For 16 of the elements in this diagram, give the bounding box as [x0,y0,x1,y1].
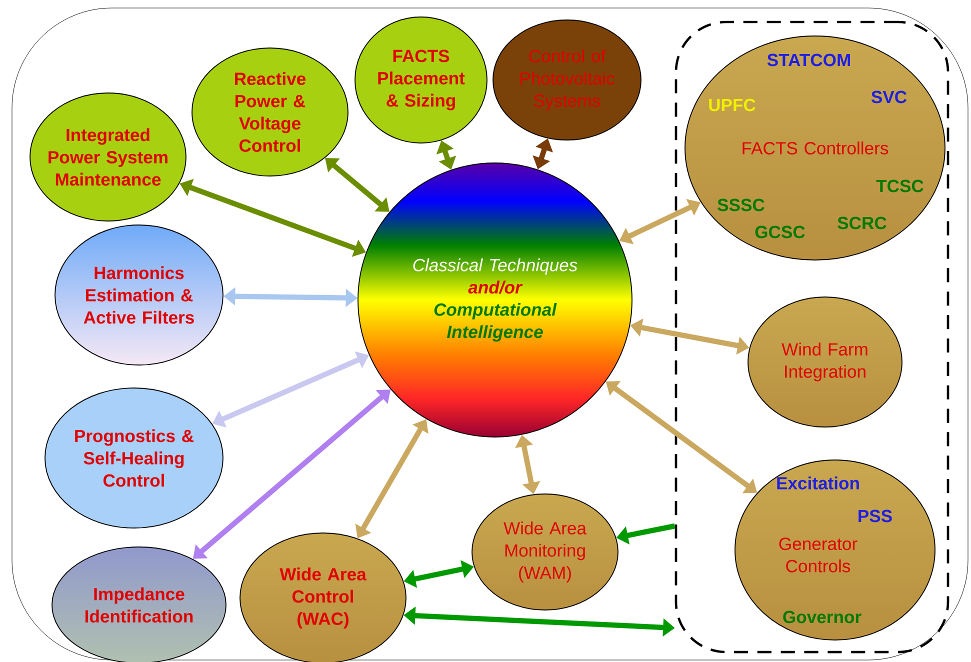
ellipse-label: UPFC [709,98,756,112]
ellipse-label: SVC [871,90,907,104]
ellipse-label: GCSC [755,226,805,238]
ellipse-label: FACTS Controllers [742,142,888,154]
ellipse-label: PSS [858,510,892,522]
ellipse-label: STATCOM [767,54,850,66]
ellipse-label: TCSC [876,180,924,192]
ellipse-label: SCRC [838,216,886,230]
ellipse-label: SSSC [718,198,764,212]
dashed-group-box [674,20,950,654]
topic-ellipse [684,36,946,260]
ellipse-label: Excitation [777,476,859,490]
ellipse-label: Governor [783,610,862,624]
ellipse-label: Generator Controls [779,538,858,572]
topic-ellipse [734,460,936,640]
arrow [325,158,390,212]
